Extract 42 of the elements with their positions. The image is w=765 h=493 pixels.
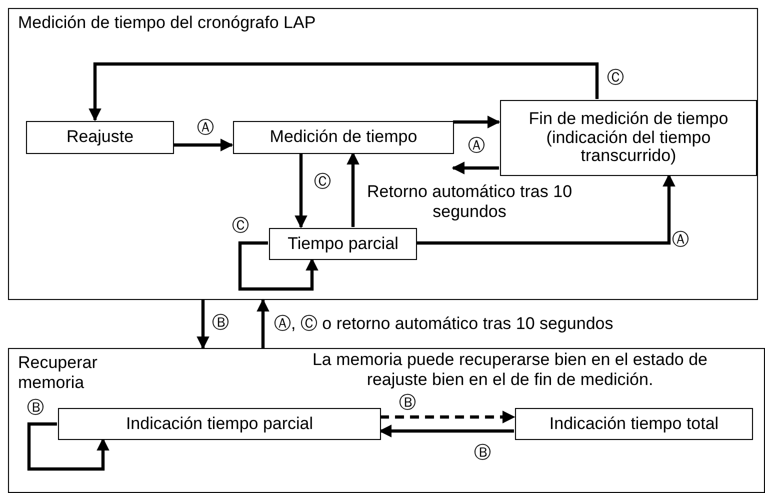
arrow [378,424,514,438]
state-label: Reajuste [66,128,134,147]
edge-label: Retorno automático tras 10 segundos [366,182,574,222]
state-box [269,228,417,260]
arrow [380,410,516,424]
group-heading: Recuperar memoria [18,353,98,392]
note-text: La memoria puede recuperarse bien en el estado de reajuste bien en el de fin de medición. [311,350,709,390]
state-label: Indicación tiempo parcial [126,414,314,434]
state-label: Medición de tiempo [270,128,418,147]
edge-label: Ⓐ [672,230,689,250]
arrow [88,62,599,122]
arrow [416,174,676,245]
arrow [453,116,500,128]
edge-label: Ⓑ [212,313,229,333]
state-box [26,121,174,154]
arrow [452,162,499,174]
group-frame [8,348,765,493]
arrow [27,422,110,471]
group-heading: Medición de tiempo del cronógrafo LAP [18,13,317,33]
edge-label: Ⓑ [474,443,491,463]
state-label: Indicación tiempo total [549,414,719,434]
state-box [233,121,454,154]
edge-label: Ⓑ [27,398,44,418]
arrow [256,298,270,348]
state-box [515,408,753,440]
edge-label: Ⓐ [468,136,485,156]
state-label: Fin de medición de tiempo (indicación del tiempo transcurrido) [528,110,730,166]
state-label: Tiempo parcial [288,234,398,254]
edge-label: Ⓒ [232,216,249,236]
arrow [294,153,308,228]
edge-label: Ⓑ [399,393,416,413]
arrow [173,138,234,152]
edge-label: Ⓒ [314,172,331,192]
state-box [500,100,757,176]
edge-label: Ⓐ, Ⓒ o retorno automático tras 10 segundos [274,314,614,334]
state-box [58,408,381,440]
arrow [346,152,360,227]
edge-label: Ⓒ [607,68,624,88]
edge-label: Ⓐ [197,118,214,138]
arrow [238,241,318,291]
arrow [196,300,210,350]
group-frame [8,8,758,300]
